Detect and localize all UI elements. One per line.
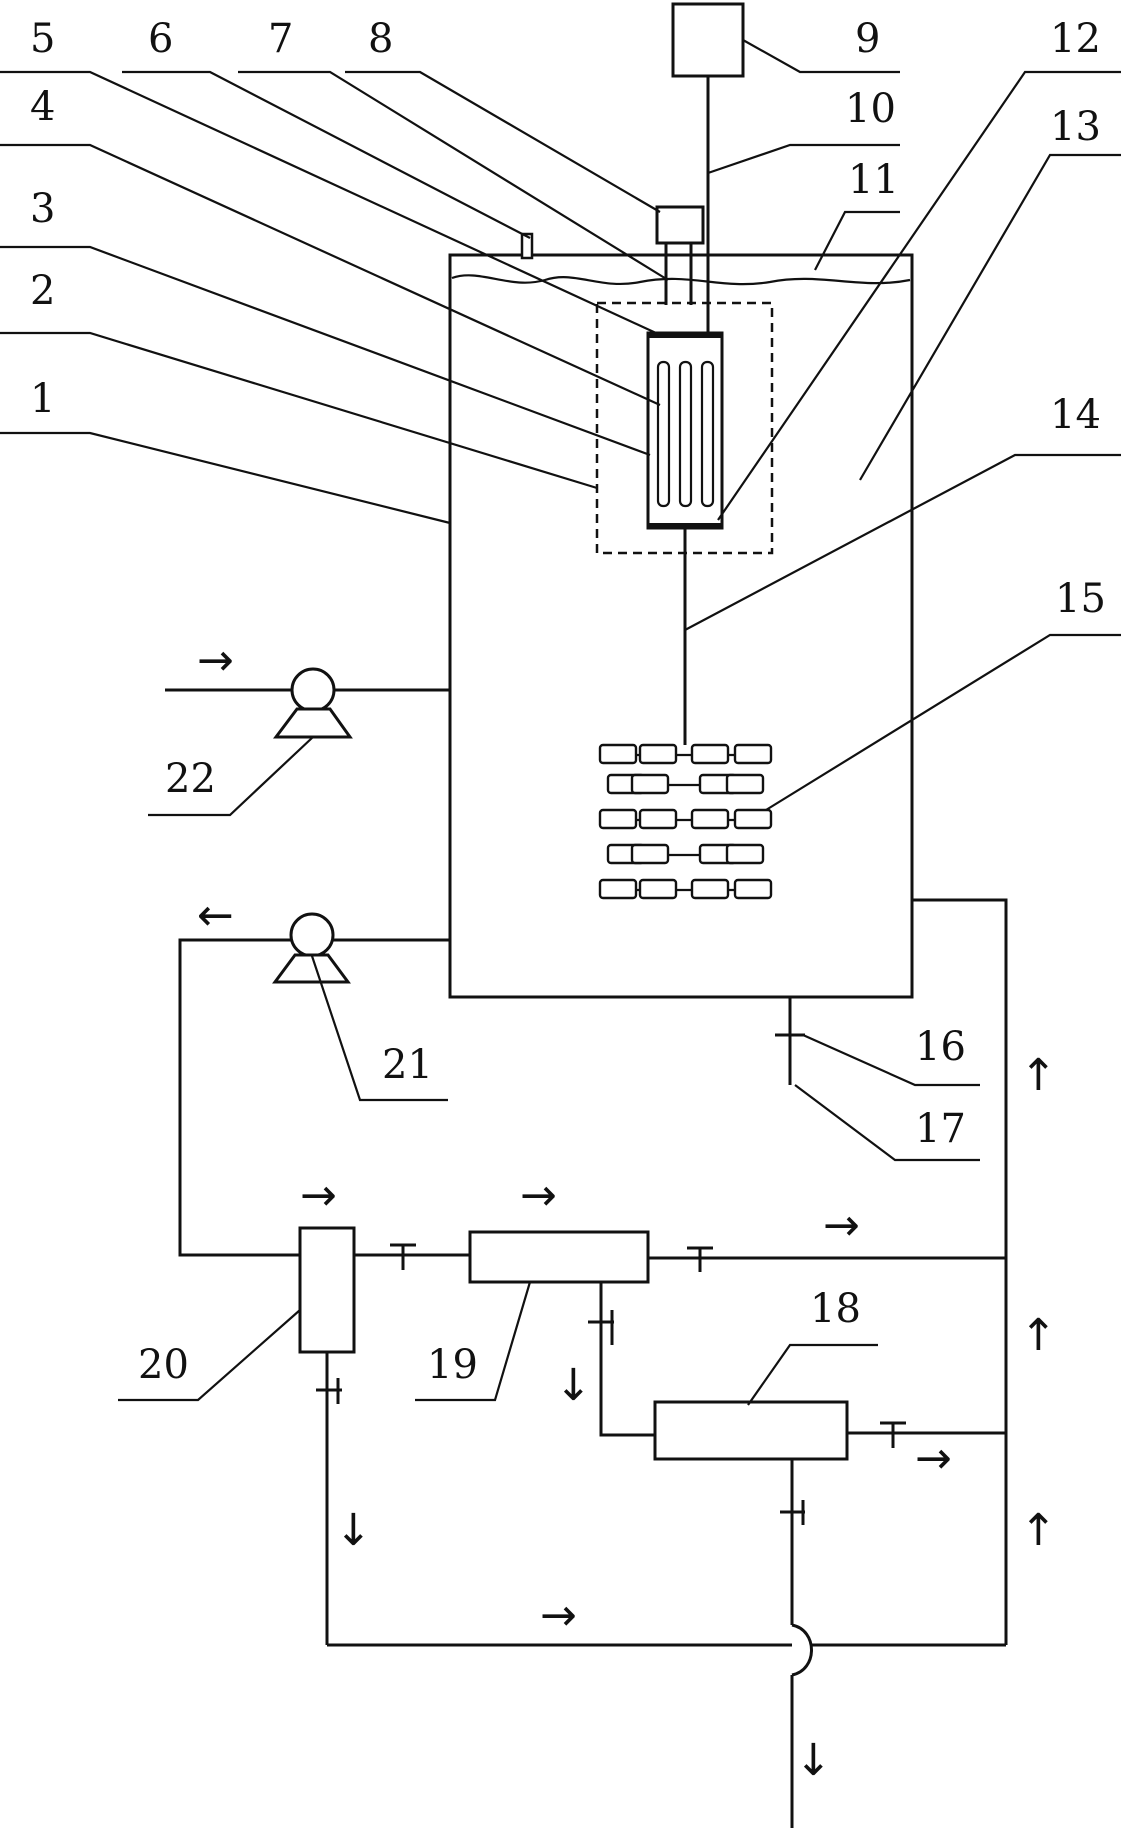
leader-18 — [747, 1343, 878, 1406]
label-13: 13 — [1050, 104, 1101, 150]
label-9: 9 — [855, 16, 880, 62]
leader-14 — [684, 453, 1121, 631]
label-8: 8 — [368, 16, 393, 62]
label-20: 20 — [138, 1342, 189, 1388]
impeller — [598, 743, 773, 900]
label-21: 21 — [382, 1042, 433, 1088]
impeller-blade — [598, 808, 638, 830]
feed-pump-body — [290, 667, 336, 713]
leader-11 — [814, 210, 900, 271]
impeller-blade — [690, 808, 730, 830]
liquid-surface — [451, 274, 911, 286]
leader-6 — [122, 70, 531, 239]
label-1: 1 — [30, 376, 55, 422]
label-11: 11 — [848, 157, 899, 203]
membrane-fiber-1 — [656, 360, 671, 508]
flow-arrow-left-outlet: ← — [197, 890, 234, 941]
label-17: 17 — [915, 1106, 966, 1152]
leader-7 — [238, 70, 669, 281]
impeller-blade — [638, 878, 678, 900]
flow-arrow-right-4: → — [915, 1433, 952, 1484]
impeller-blade — [598, 743, 638, 765]
leader-12 — [717, 70, 1121, 521]
leader-21 — [310, 955, 448, 1102]
leader-10 — [707, 143, 900, 175]
impeller-blade — [733, 743, 773, 765]
impeller-blade — [630, 773, 670, 795]
flow-arrow-down-3: ↓ — [795, 1735, 832, 1786]
label-3: 3 — [30, 186, 55, 232]
top-fitting — [520, 232, 534, 260]
label-2: 2 — [30, 268, 55, 314]
label-16: 16 — [915, 1024, 966, 1070]
leader-19 — [415, 1281, 532, 1402]
flow-arrow-right-2: → — [520, 1170, 557, 1221]
sensor-head — [655, 205, 705, 245]
leader-16 — [802, 1033, 980, 1087]
leader-2 — [0, 331, 598, 490]
label-15: 15 — [1055, 576, 1106, 622]
label-18: 18 — [810, 1286, 861, 1332]
impeller-blade — [725, 773, 765, 795]
prefilter-unit — [298, 1226, 356, 1354]
outlet-pump-body — [289, 912, 335, 958]
leader-1 — [0, 431, 451, 525]
membrane-fiber-3 — [700, 360, 715, 508]
separator-18 — [653, 1400, 849, 1461]
feed-pump — [165, 667, 450, 739]
label-22: 22 — [165, 756, 216, 802]
leader-3 — [0, 245, 651, 457]
impeller-blade — [638, 743, 678, 765]
impeller-blade — [630, 843, 670, 865]
impeller-blade — [733, 808, 773, 830]
label-10: 10 — [845, 86, 896, 132]
leader-13 — [859, 153, 1121, 481]
flow-arrow-down-2: ↓ — [335, 1505, 372, 1556]
membrane-module — [646, 331, 724, 530]
label-7: 7 — [268, 16, 293, 62]
label-14: 14 — [1050, 392, 1101, 438]
feed-pump-base — [273, 707, 353, 739]
label-12: 12 — [1050, 16, 1101, 62]
membrane-fiber-2 — [678, 360, 693, 508]
impeller-blade — [690, 878, 730, 900]
leader-8 — [345, 70, 661, 213]
pipe-crossover-hop — [791, 1623, 813, 1677]
leader-4 — [0, 143, 661, 407]
label-19: 19 — [427, 1342, 478, 1388]
leader-lines — [0, 39, 1121, 1406]
flow-arrow-up-2: ↑ — [1020, 1310, 1057, 1361]
label-5: 5 — [30, 16, 55, 62]
label-4: 4 — [30, 84, 55, 130]
flow-arrow-right-5: → — [540, 1590, 577, 1641]
flow-arrow-up-3: ↑ — [1020, 1505, 1057, 1556]
impeller-blade — [725, 843, 765, 865]
separator-19 — [468, 1230, 650, 1284]
impeller-blade — [638, 808, 678, 830]
impeller-blade — [690, 743, 730, 765]
flow-arrow-right-feed: → — [197, 635, 234, 686]
flow-arrow-right-3: → — [823, 1200, 860, 1251]
impeller-blade — [733, 878, 773, 900]
leader-15 — [765, 633, 1121, 811]
leader-20 — [118, 1309, 301, 1402]
leader-9 — [742, 39, 900, 74]
pipe-19-to-18 — [599, 1282, 655, 1437]
leader-17 — [794, 1084, 980, 1162]
impeller-blade — [598, 878, 638, 900]
return-riser — [912, 898, 1008, 1645]
drive-motor-box — [671, 2, 745, 78]
leader-22 — [148, 736, 314, 817]
flow-arrow-up-1: ↑ — [1020, 1050, 1057, 1101]
outlet-pump-base — [272, 953, 351, 984]
leader-5 — [0, 70, 657, 334]
label-6: 6 — [148, 16, 173, 62]
flow-arrow-right-1: → — [300, 1170, 337, 1221]
flow-arrow-down-1: ↓ — [555, 1360, 592, 1411]
